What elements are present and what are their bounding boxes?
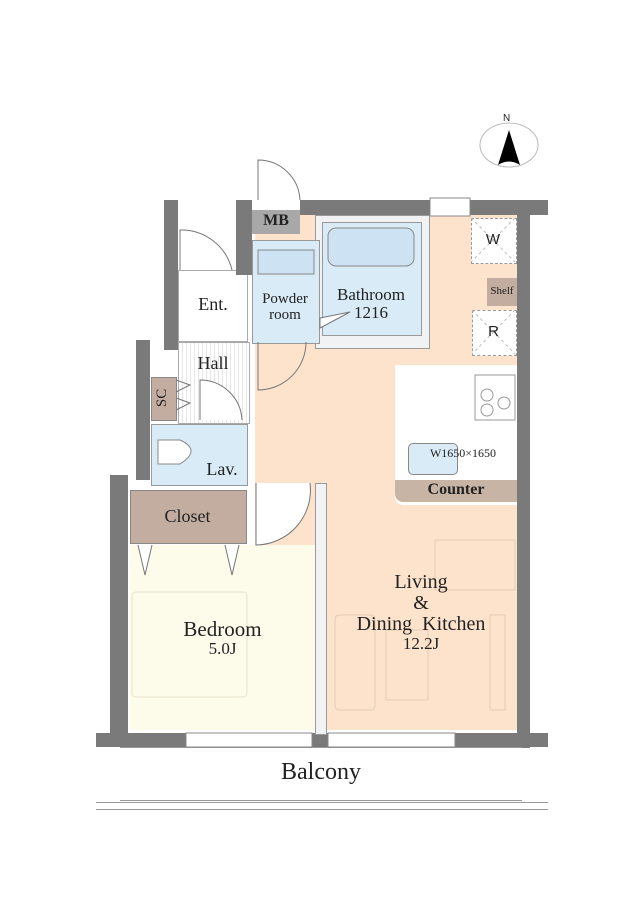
- bathroom-line1: Bathroom: [337, 285, 405, 304]
- shelf-label: Shelf: [490, 285, 514, 297]
- bedroom-name: Bedroom: [183, 617, 262, 641]
- closet-box: [130, 490, 247, 544]
- bedroom-floor: [130, 545, 315, 730]
- wall-bottom-right: [455, 733, 548, 747]
- wall-bottom-left: [96, 733, 186, 747]
- wall-bottom-mid: [312, 733, 328, 747]
- wall-left-entry: [236, 200, 252, 275]
- entrance-floor: [178, 270, 248, 342]
- wall-left-upper: [164, 200, 178, 350]
- ldk-label: Living & Dining Kitchen 12.2J: [325, 572, 517, 653]
- mb-label: MB: [263, 212, 289, 229]
- bedroom-label: Bedroom 5.0J: [130, 618, 315, 658]
- washer-label: W: [485, 231, 501, 248]
- closet-label: Closet: [164, 506, 211, 526]
- shoe-closet-box: [151, 377, 177, 421]
- balcony-rail: [96, 802, 548, 810]
- hall-label: Hall: [197, 353, 229, 373]
- ldk-line2: &: [413, 592, 429, 614]
- counter-bar: [395, 480, 517, 502]
- bathroom-line2: 1216: [354, 302, 388, 322]
- bathroom-label: Bathroom 1216: [322, 286, 420, 322]
- balcony-label: Balcony: [281, 759, 361, 785]
- wall-top-mid: [300, 200, 430, 215]
- ldk-line3: Dining Kitchen: [356, 613, 486, 635]
- shelf-box: [487, 278, 517, 306]
- sink-basin: [408, 443, 458, 475]
- partition-bed-ldk: [315, 483, 327, 735]
- lavatory-label: Lav.: [206, 459, 238, 479]
- entrance-label: Ent.: [198, 294, 228, 314]
- powder-room-line2: room: [269, 306, 301, 323]
- balcony-area: [120, 747, 522, 801]
- refrigerator-label: R: [488, 323, 499, 340]
- ldk-size: 12.2J: [402, 634, 440, 653]
- sink-label: W1650×1650: [429, 446, 497, 460]
- shoe-closet-label: SC: [154, 388, 171, 408]
- powder-room-line1: Powder: [262, 291, 308, 307]
- counter-label: Counter: [427, 481, 485, 498]
- wall-right: [517, 200, 530, 748]
- powder-room-label: Powder room: [252, 291, 318, 324]
- mb-box: [252, 210, 300, 234]
- wall-left-lower: [110, 475, 128, 747]
- compass-label: N: [503, 113, 511, 124]
- wall-left-step: [136, 340, 150, 480]
- ldk-line1: Living: [394, 571, 448, 593]
- bedroom-size: 5.0J: [208, 639, 237, 659]
